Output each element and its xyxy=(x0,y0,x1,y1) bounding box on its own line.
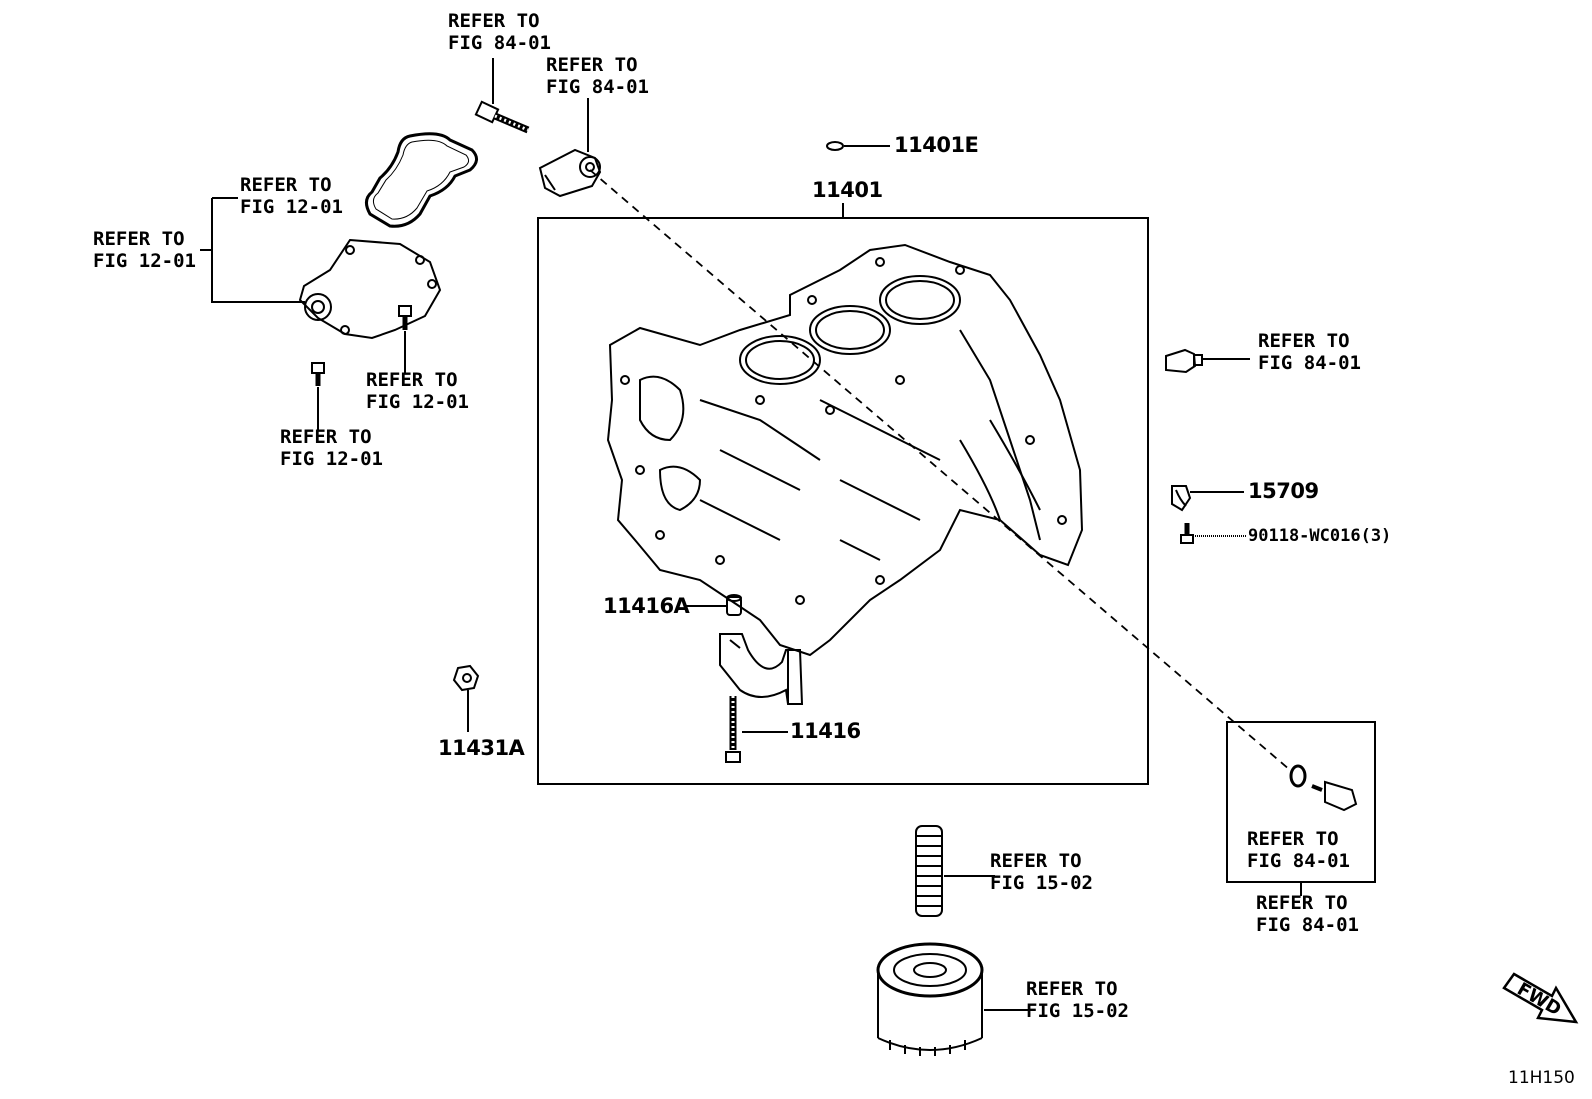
engine-block xyxy=(606,243,1084,657)
refer-to-fig-12-01-bolt2[interactable]: REFER TO FIG 12-01 xyxy=(280,426,383,470)
refer-line1: REFER TO xyxy=(1256,892,1348,914)
refer-line2: FIG 84-01 xyxy=(1256,914,1359,936)
refer-to-fig-84-01-sensor[interactable]: REFER TO FIG 84-01 xyxy=(546,54,649,98)
oil-pressure-sensor xyxy=(1165,348,1203,374)
part-number-11416A[interactable]: 11416A xyxy=(603,594,690,618)
part-number-11416[interactable]: 11416 xyxy=(790,719,861,743)
refer-line2: FIG 15-02 xyxy=(1026,1000,1129,1022)
refer-line2: FIG 12-01 xyxy=(366,391,469,413)
refer-to-fig-84-01-inset[interactable]: REFER TO FIG 84-01 xyxy=(1247,828,1350,872)
refer-to-fig-12-01-cover[interactable]: REFER TO FIG 12-01 xyxy=(93,228,196,272)
refer-to-fig-15-02-filter[interactable]: REFER TO FIG 15-02 xyxy=(1026,978,1129,1022)
refer-to-fig-84-01-top[interactable]: REFER TO FIG 84-01 xyxy=(448,10,551,54)
refer-line1: REFER TO xyxy=(1247,828,1339,850)
engine-block-frame xyxy=(537,217,1149,785)
oil-filter-stud xyxy=(915,825,943,917)
refer-line2: FIG 15-02 xyxy=(990,872,1093,894)
knock-sensor-bolt xyxy=(474,100,530,134)
refer-line1: REFER TO xyxy=(1258,330,1350,352)
refer-line1: REFER TO xyxy=(93,228,185,250)
refer-to-fig-15-02-stud[interactable]: REFER TO FIG 15-02 xyxy=(990,850,1093,894)
oil-pressure-switch xyxy=(1289,764,1358,812)
part-number-11431A[interactable]: 11431A xyxy=(438,736,525,760)
cover-bolt-1 xyxy=(398,305,412,330)
refer-line1: REFER TO xyxy=(240,174,332,196)
refer-to-fig-84-01-right[interactable]: REFER TO FIG 84-01 xyxy=(1258,330,1361,374)
refer-line2: FIG 12-01 xyxy=(280,448,383,470)
cover-gasket xyxy=(365,132,478,228)
alignment-dashed-line xyxy=(589,169,1291,771)
part-number-11401E[interactable]: 11401E xyxy=(894,133,979,157)
bracket-15709 xyxy=(1171,485,1192,512)
fwd-arrow-icon xyxy=(1502,972,1579,1024)
bearing-cap xyxy=(719,633,804,705)
refer-line2: FIG 84-01 xyxy=(448,32,551,54)
refer-to-fig-12-01-gasket[interactable]: REFER TO FIG 12-01 xyxy=(240,174,343,218)
diagram-code: 11H150 xyxy=(1508,1068,1575,1088)
part-number-15709[interactable]: 15709 xyxy=(1248,479,1319,503)
plug-11401E xyxy=(826,141,844,151)
refer-line1: REFER TO xyxy=(546,54,638,76)
refer-line2: FIG 84-01 xyxy=(1247,850,1350,872)
refer-line2: FIG 12-01 xyxy=(93,250,196,272)
part-number-11401[interactable]: 11401 xyxy=(812,178,883,202)
refer-line2: FIG 12-01 xyxy=(240,196,343,218)
knock-sensor xyxy=(538,148,602,198)
timing-cover-plate xyxy=(298,238,442,340)
plug-11431A xyxy=(452,664,480,692)
dowel-11416A xyxy=(726,594,742,616)
refer-line1: REFER TO xyxy=(448,10,540,32)
refer-to-fig-84-01-below-inset[interactable]: REFER TO FIG 84-01 xyxy=(1256,892,1359,936)
refer-line1: REFER TO xyxy=(280,426,372,448)
bearing-cap-bolt-11416 xyxy=(725,696,741,763)
refer-line1: REFER TO xyxy=(1026,978,1118,1000)
cover-bolt-2 xyxy=(311,362,325,386)
refer-line2: FIG 84-01 xyxy=(546,76,649,98)
oil-filter xyxy=(876,942,984,1056)
refer-line2: FIG 84-01 xyxy=(1258,352,1361,374)
bolt-90118 xyxy=(1180,523,1194,544)
refer-line1: REFER TO xyxy=(990,850,1082,872)
part-number-90118[interactable]: 90118-WC016(3) xyxy=(1248,526,1392,546)
refer-to-fig-12-01-bolt1[interactable]: REFER TO FIG 12-01 xyxy=(366,369,469,413)
refer-line1: REFER TO xyxy=(366,369,458,391)
